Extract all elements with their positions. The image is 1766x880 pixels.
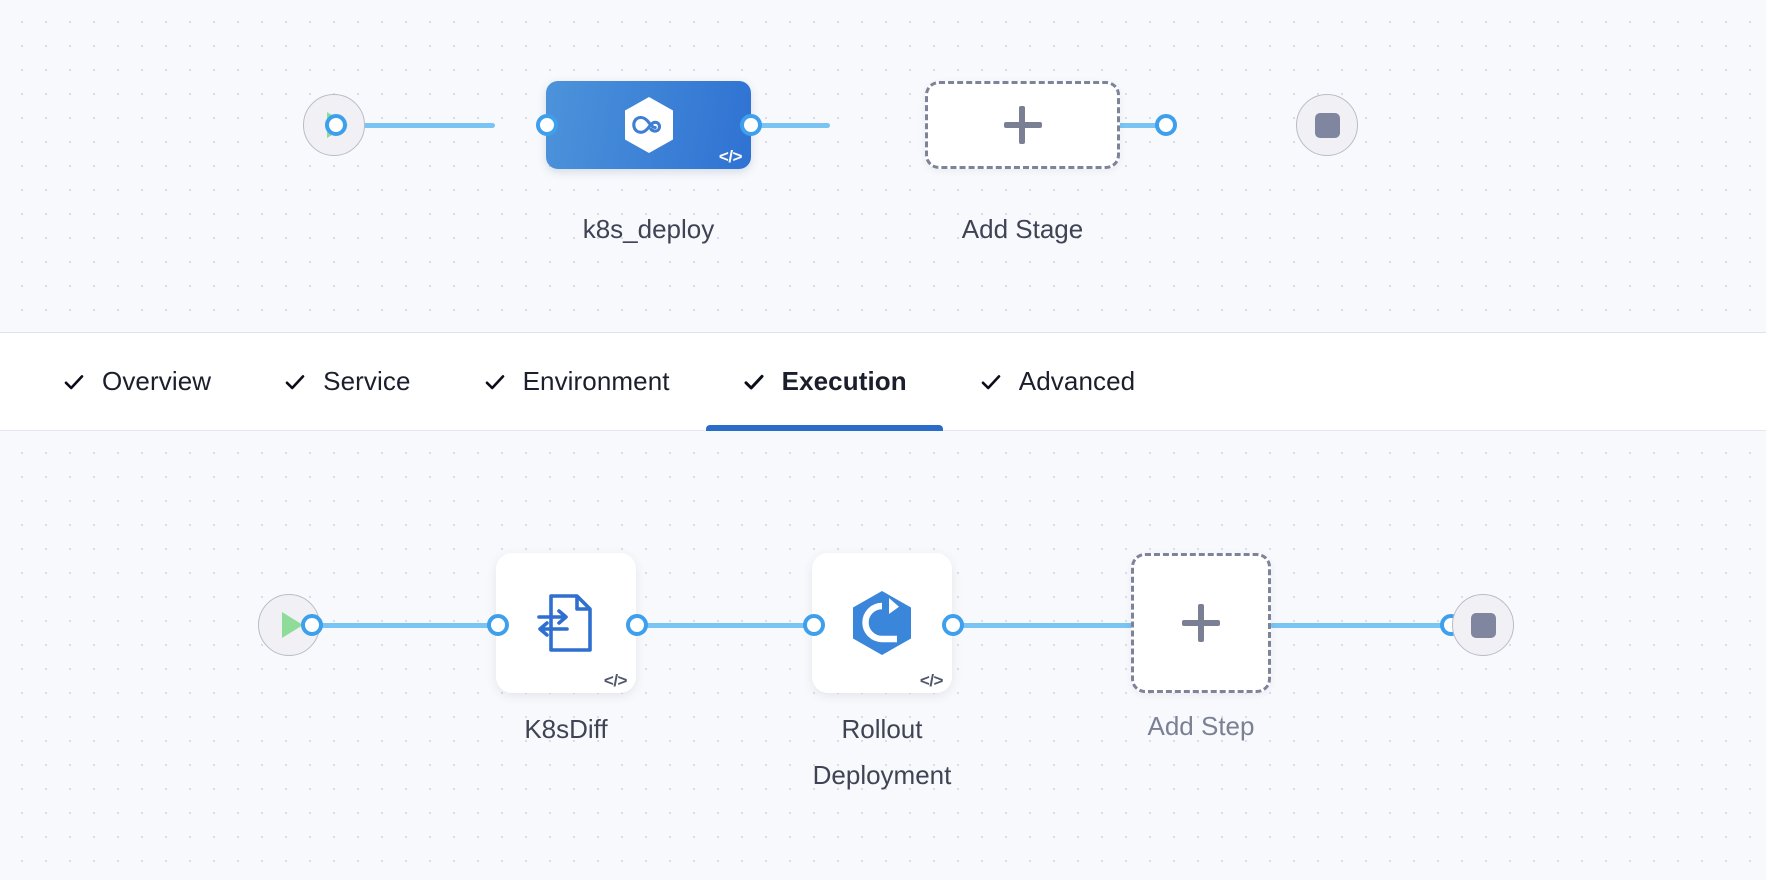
- stop-icon: [1470, 612, 1496, 638]
- stage-box[interactable]: </>: [546, 81, 751, 169]
- code-icon[interactable]: </>: [919, 671, 944, 690]
- step-input-port[interactable]: [803, 614, 825, 636]
- end-node-circle[interactable]: [1296, 94, 1358, 156]
- edge-start-to-k8s-deploy: [330, 123, 495, 128]
- stage-label-k8s-deploy: k8s_deploy: [582, 214, 715, 244]
- end-input-port[interactable]: [1155, 114, 1177, 136]
- pipeline-stage-canvas[interactable]: </> k8s_deploy Add Stage: [0, 0, 1766, 333]
- step-node-k8sdiff[interactable]: </>: [496, 553, 636, 693]
- edge-start-to-k8sdiff: [285, 623, 500, 628]
- check-icon: [62, 370, 86, 394]
- tab-label: Execution: [781, 366, 907, 396]
- tab-label: Advanced: [1018, 366, 1136, 396]
- start-output-port[interactable]: [301, 614, 323, 636]
- add-step-label: Add Step: [1147, 711, 1255, 741]
- tab-overview[interactable]: Overview: [26, 333, 247, 431]
- add-step-button[interactable]: [1131, 553, 1271, 693]
- tab-label: Environment: [522, 366, 670, 396]
- k8s-diff-document-icon: [537, 594, 592, 652]
- play-icon: [281, 612, 303, 638]
- step-output-port[interactable]: [942, 614, 964, 636]
- add-step-node[interactable]: [1131, 553, 1271, 693]
- step-output-port[interactable]: [626, 614, 648, 636]
- tab-service[interactable]: Service: [247, 333, 446, 431]
- pipeline-end-node[interactable]: [1296, 94, 1358, 156]
- stage-node-k8s-deploy[interactable]: </>: [546, 81, 751, 169]
- step-box[interactable]: </>: [812, 553, 952, 693]
- step-label-rollout-deployment: Rollout Deployment: [812, 714, 952, 790]
- plus-icon: [1182, 604, 1220, 642]
- execution-step-canvas[interactable]: </> K8sDiff </> Rollout Deployment: [0, 431, 1766, 880]
- rollout-deployment-hexagon-icon: [853, 591, 911, 655]
- code-icon[interactable]: </>: [718, 147, 743, 166]
- stage-output-port[interactable]: [740, 114, 762, 136]
- check-icon: [483, 370, 507, 394]
- tab-execution[interactable]: Execution: [705, 333, 943, 431]
- step-label-k8sdiff: K8sDiff: [524, 714, 608, 744]
- plus-icon: [1003, 106, 1042, 144]
- tab-label: Overview: [102, 366, 212, 396]
- stop-icon: [1314, 112, 1340, 138]
- start-output-port[interactable]: [325, 114, 347, 136]
- add-stage-node[interactable]: [925, 81, 1120, 169]
- step-box[interactable]: </>: [496, 553, 636, 693]
- execution-end-node[interactable]: [1452, 594, 1514, 656]
- tab-label: Service: [323, 366, 411, 396]
- end-node-circle[interactable]: [1452, 594, 1514, 656]
- stage-config-tabs[interactable]: Overview Service Environment Execution A: [0, 333, 1766, 431]
- edge-rollout-to-add-step: [950, 623, 1135, 628]
- harness-hexagon-icon: [624, 97, 673, 153]
- check-icon: [283, 370, 307, 394]
- edge-add-step-to-end: [1270, 623, 1460, 628]
- code-icon[interactable]: </>: [603, 671, 628, 690]
- add-stage-label: Add Stage: [961, 214, 1084, 244]
- stage-input-port[interactable]: [536, 114, 558, 136]
- step-input-port[interactable]: [487, 614, 509, 636]
- tab-advanced[interactable]: Advanced: [943, 333, 1171, 431]
- check-icon: [742, 370, 766, 394]
- tab-environment[interactable]: Environment: [447, 333, 706, 431]
- add-stage-button[interactable]: [925, 81, 1120, 169]
- edge-k8sdiff-to-rollout: [630, 623, 815, 628]
- check-icon: [979, 370, 1003, 394]
- step-node-rollout-deployment[interactable]: </>: [812, 553, 952, 693]
